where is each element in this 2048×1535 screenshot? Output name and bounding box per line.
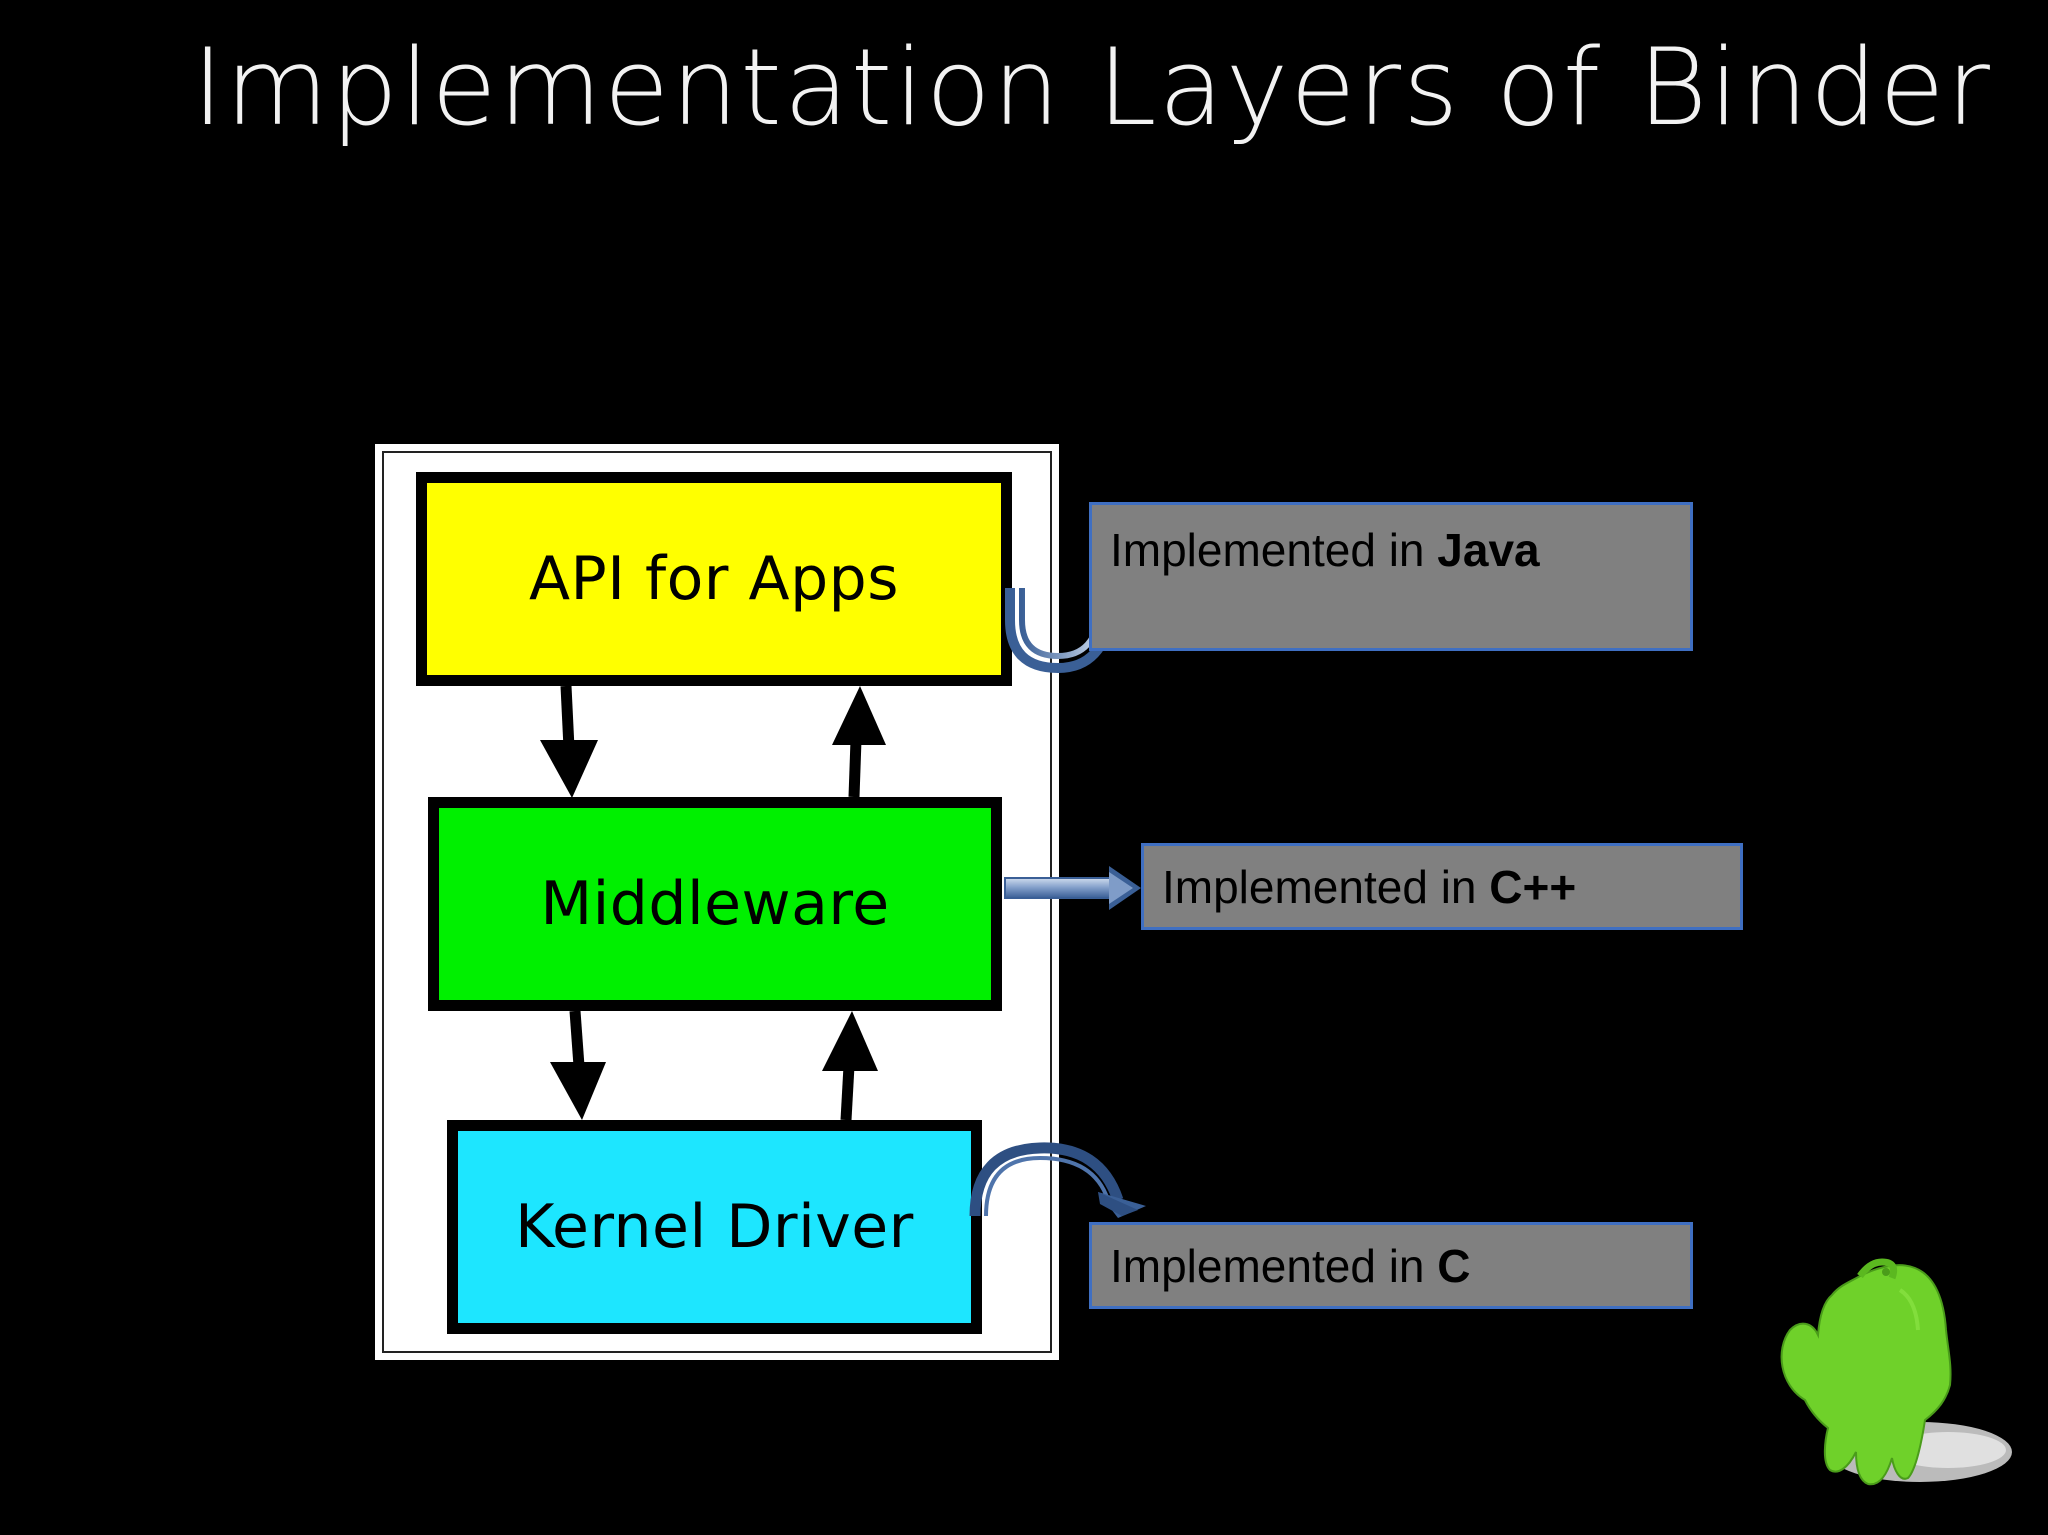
curved-arrow-to-c <box>969 1142 1146 1218</box>
impl-java-prefix: Implemented in <box>1110 524 1438 576</box>
impl-cpp-prefix: Implemented in <box>1162 861 1490 913</box>
layer-middleware: Middleware <box>428 797 1002 1011</box>
impl-java-box: Implemented in Java <box>1089 502 1693 651</box>
layer-api-for-apps-label: API for Apps <box>528 544 900 614</box>
layer-middleware-label: Middleware <box>540 869 890 939</box>
impl-java-language: Java <box>1437 524 1540 576</box>
impl-cpp-language: C++ <box>1489 861 1577 913</box>
straight-arrow-to-cpp <box>1004 866 1141 910</box>
impl-c-prefix: Implemented in <box>1110 1240 1438 1292</box>
green-ghost-mascot-icon <box>1780 1258 2012 1486</box>
diagram-frame-border <box>382 451 1052 1353</box>
impl-cpp-box: Implemented in C++ <box>1141 843 1743 930</box>
impl-c-box: Implemented in C <box>1089 1222 1693 1309</box>
arrow-middleware-to-kernel <box>550 1010 606 1120</box>
arrow-middleware-to-api <box>832 686 886 798</box>
arrow-api-to-middleware <box>540 685 598 798</box>
slide-title: Implementation Layers of Binder <box>192 26 1992 149</box>
layer-kernel-driver: Kernel Driver <box>447 1120 982 1334</box>
arrow-kernel-to-middleware <box>822 1011 878 1121</box>
layer-api-for-apps: API for Apps <box>416 472 1012 686</box>
impl-c-language: C <box>1437 1240 1471 1292</box>
layer-kernel-driver-label: Kernel Driver <box>515 1192 914 1262</box>
